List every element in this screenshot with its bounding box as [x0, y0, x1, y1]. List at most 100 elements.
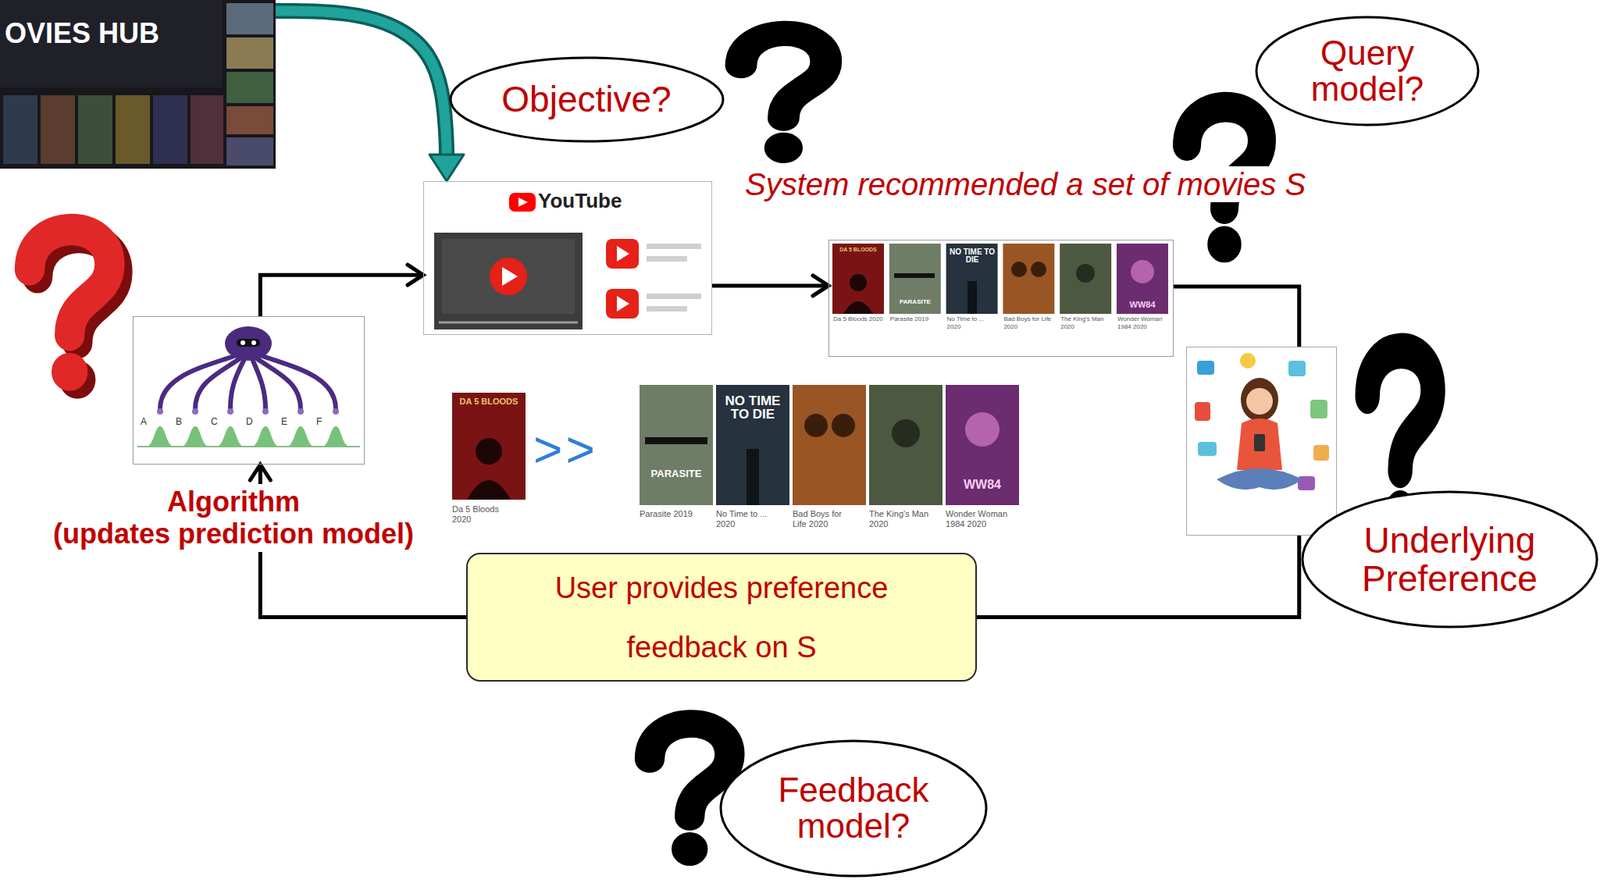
- user-picture: [1186, 346, 1337, 536]
- bandit-algorithm-picture: [224, 326, 272, 361]
- arrow-head: [249, 464, 271, 481]
- movies-hub-picture: [78, 95, 113, 164]
- movie-caption: Da 5 Bloods 2020: [452, 504, 507, 524]
- movie-poster: [466, 480, 511, 500]
- poster-title: DA 5 BLOODS: [833, 246, 883, 254]
- movie-poster: [804, 413, 828, 438]
- youtube-window: [616, 245, 630, 262]
- arrow-outline: [275, 10, 447, 158]
- preference-bubble: Underlying Preference: [1300, 490, 1599, 629]
- node-text: Feedback model?: [763, 772, 944, 845]
- node-text: Da 5 Bloods 2020: [833, 315, 885, 324]
- question-mark: [741, 33, 827, 163]
- poster-title: PARASITE: [641, 468, 711, 481]
- bandit-algorithm-picture: [132, 316, 365, 465]
- node-text: Query model?: [1297, 35, 1438, 107]
- poster-title: NO TIME TO DIE: [947, 248, 997, 264]
- movies-hub-picture: [0, 0, 276, 169]
- poster-title: WW84: [1118, 299, 1167, 311]
- arm-letter: D: [245, 416, 254, 428]
- movies-hub-picture: [40, 95, 75, 164]
- flow-arrow: [260, 264, 424, 317]
- movie-caption: Wonder Woman 1984 2020: [945, 509, 1009, 529]
- bandit-algorithm-picture: [253, 360, 266, 410]
- movies-hub-picture: [226, 71, 274, 104]
- movie-poster: [716, 384, 790, 506]
- bandit-algorithm-picture: [251, 340, 257, 346]
- arrow-head: [812, 275, 829, 296]
- movie-poster: [889, 243, 941, 314]
- curved-arrow: [275, 10, 464, 182]
- youtube-window: [646, 293, 702, 300]
- bandit-algorithm-picture: [132, 316, 365, 465]
- movie-caption: No Time to ... 2020: [716, 509, 779, 529]
- bandit-algorithm-picture: [240, 340, 246, 346]
- question-mark: [649, 33, 1433, 866]
- node-text: Underlying Preference: [1347, 521, 1551, 598]
- bandit-algorithm-picture: Algorithm (updates prediction model): [132, 316, 365, 465]
- bandit-algorithm-picture: [230, 360, 244, 410]
- user-picture: [1197, 360, 1215, 375]
- movie-poster: [792, 384, 866, 506]
- text-line: (updates prediction model): [53, 517, 414, 550]
- bandit-algorithm-picture: [192, 408, 199, 415]
- node-text: User provides preference feedback on S: [538, 558, 906, 678]
- node-text: Bad Boys for Life 2020: [1003, 315, 1055, 331]
- bubble-outline: [720, 741, 987, 877]
- preference-symbol: >>: [533, 421, 599, 480]
- youtube-window: [509, 192, 536, 212]
- arm-letter: A: [140, 416, 147, 428]
- movies-hub-picture: [226, 106, 274, 135]
- youtube-window: [605, 238, 639, 269]
- arrow-head: [429, 154, 464, 182]
- user-picture: [1186, 346, 1337, 536]
- bandit-algorithm-picture: [262, 356, 336, 410]
- poster-title: DA 5 BLOODS: [454, 396, 524, 407]
- arm-letter: B: [175, 416, 182, 428]
- movie-poster: [832, 243, 1169, 314]
- youtube-window: [489, 257, 528, 296]
- node-text: Algorithm (updates prediction model): [48, 484, 419, 553]
- user-picture: [1288, 360, 1306, 377]
- bubble-outline: [1302, 491, 1597, 628]
- movie-poster: [894, 273, 935, 278]
- movie-poster: [1076, 263, 1095, 283]
- user-picture: [1197, 441, 1217, 457]
- movies-hub-thumbnail: OVIES HUB: [0, 0, 276, 169]
- movie-poster: [644, 437, 708, 445]
- movie-poster: [639, 384, 713, 506]
- flow-line: [976, 535, 1300, 618]
- bubble-outline: [450, 57, 724, 142]
- poster-title: NO TIME TO DIE: [718, 394, 788, 421]
- movie-poster: [1116, 243, 1169, 314]
- caption-text: System recommended a set of movies S: [741, 166, 1309, 203]
- movie-poster: [891, 419, 920, 448]
- movie-caption: The King's Man 2020: [869, 509, 932, 529]
- connector-line: [260, 274, 424, 317]
- bandit-algorithm-picture: [332, 408, 339, 415]
- feedback-box: User provides preference feedback on S: [466, 552, 977, 682]
- node-text: The King's Man 2020: [1060, 315, 1112, 331]
- user-picture: Underlying Preference: [1186, 346, 1337, 536]
- arrow-head: [407, 264, 424, 286]
- movies-hub-picture: [226, 137, 274, 166]
- movie-poster: [452, 384, 1020, 506]
- bandit-algorithm-picture: [236, 338, 261, 347]
- user-picture: [1310, 399, 1328, 419]
- node-text: OVIES HUB: [4, 17, 160, 50]
- bandit-algorithm-picture: [297, 408, 304, 415]
- movies-hub-picture: [0, 0, 276, 169]
- poster-title: PARASITE: [890, 298, 940, 306]
- movie-poster: [1059, 243, 1112, 314]
- question-mark: [649, 723, 730, 866]
- youtube-window: [423, 181, 713, 335]
- movies-hub-picture: [226, 37, 274, 69]
- youtube-window: [434, 232, 583, 330]
- youtube-window: [518, 197, 528, 207]
- question-bubble: Query model?: [1254, 15, 1480, 127]
- user-picture: [1216, 468, 1303, 490]
- arrow-body: [275, 10, 447, 158]
- movie-poster: [832, 243, 884, 314]
- bandit-algorithm-picture: [160, 356, 336, 410]
- arm-letter: E: [281, 416, 288, 428]
